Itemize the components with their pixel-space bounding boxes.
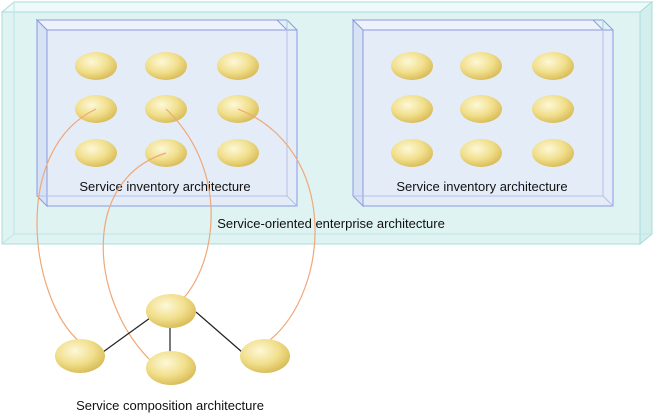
service-node xyxy=(460,139,502,167)
inventory-1-label: Service inventory architecture xyxy=(79,179,250,194)
composition-label: Service composition architecture xyxy=(76,398,264,413)
service-node xyxy=(532,52,574,80)
service-node xyxy=(391,52,433,80)
service-node xyxy=(75,139,117,167)
composition-links xyxy=(36,108,316,361)
service-node xyxy=(391,139,433,167)
link-curve xyxy=(102,152,167,361)
inventory-2-services xyxy=(391,52,574,167)
service-node xyxy=(460,95,502,123)
composition-service-right xyxy=(240,339,290,373)
service-node xyxy=(391,95,433,123)
service-node xyxy=(145,52,187,80)
inventory-2-label: Service inventory architecture xyxy=(396,179,567,194)
service-node xyxy=(217,52,259,80)
link-curve xyxy=(237,108,316,341)
enterprise-box-right xyxy=(639,0,653,246)
link-curve xyxy=(36,108,97,343)
service-node xyxy=(460,52,502,80)
service-node xyxy=(532,139,574,167)
enterprise-label: Service-oriented enterprise architecture xyxy=(217,216,445,231)
connector-line xyxy=(102,317,151,353)
service-node xyxy=(217,139,259,167)
composition-service-middle xyxy=(146,351,196,385)
composition-service-center xyxy=(146,294,196,328)
service-node xyxy=(75,52,117,80)
service-node xyxy=(532,95,574,123)
composition-service-left xyxy=(55,339,105,373)
enterprise-box-top xyxy=(0,1,654,13)
connector-line xyxy=(195,311,243,353)
composition-connectors xyxy=(102,311,243,353)
composition-services xyxy=(55,294,290,385)
